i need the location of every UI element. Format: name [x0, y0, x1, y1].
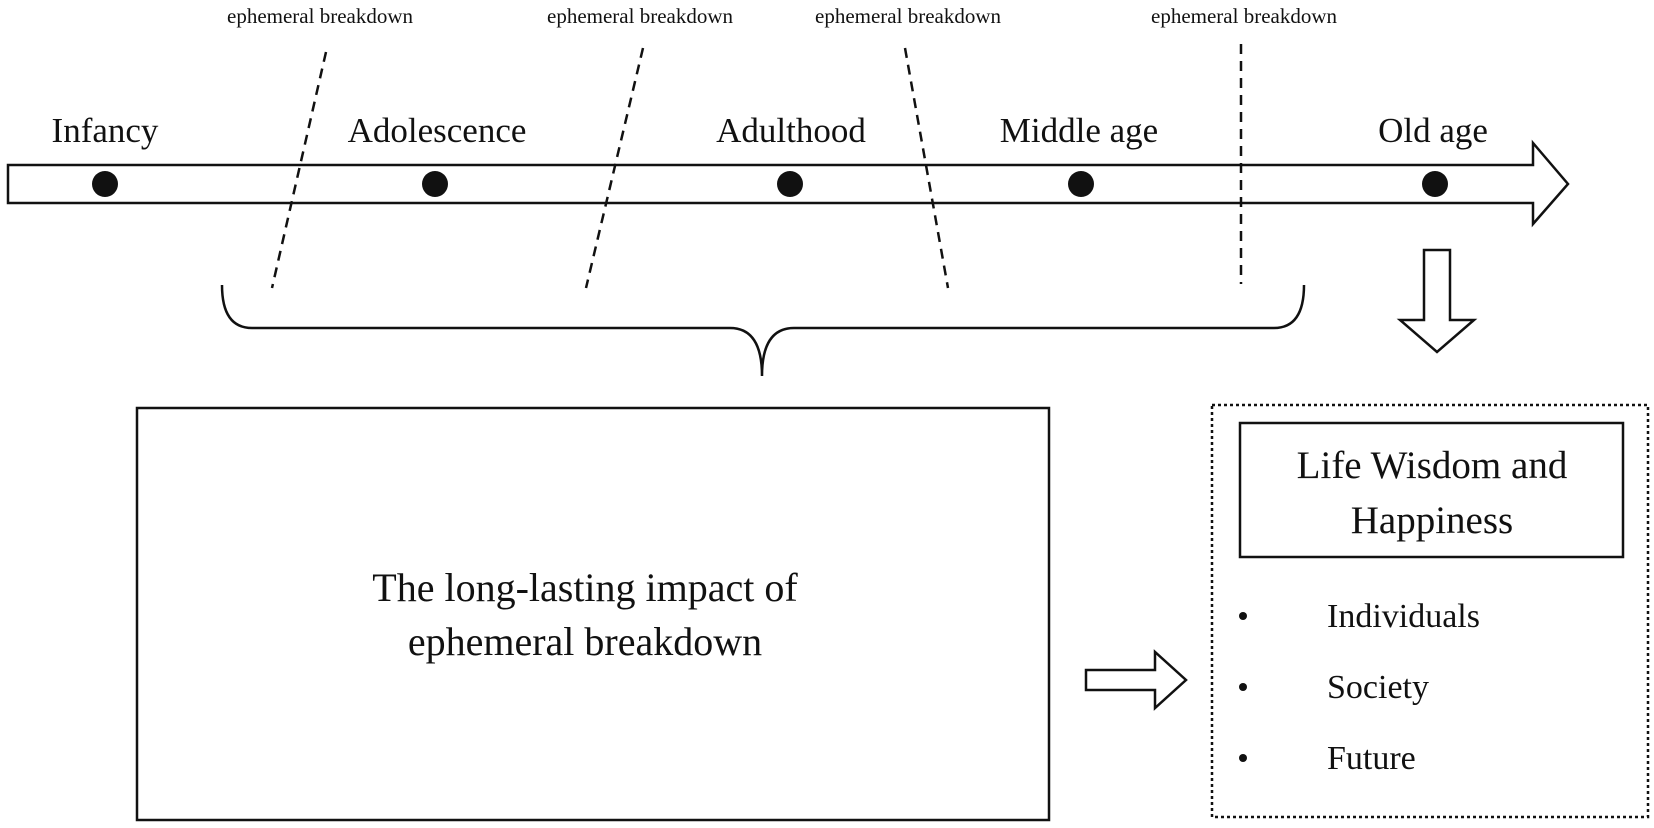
- breakdown-line-1: [270, 51, 328, 289]
- impact-text-line1: The long-lasting impact of: [372, 565, 798, 610]
- stage-label-middle-age: Middle age: [1000, 111, 1158, 150]
- breakdown-label-1: ephemeral breakdown: [227, 4, 413, 28]
- stage-dot-adulthood: [777, 171, 803, 197]
- stage-dot-middle-age: [1068, 171, 1094, 197]
- bullet-icon: [1239, 683, 1247, 691]
- breakdown-label-3: ephemeral breakdown: [815, 4, 1001, 28]
- wisdom-item-society: Society: [1327, 669, 1429, 706]
- wisdom-title-box: [1238, 421, 1625, 559]
- curly-brace: [220, 284, 1306, 377]
- stage-dot-old-age: [1422, 171, 1448, 197]
- down-arrow: [1396, 248, 1478, 354]
- wisdom-item-individuals: Individuals: [1327, 598, 1480, 635]
- bullet-icon: [1239, 754, 1247, 762]
- stage-label-infancy: Infancy: [52, 111, 159, 150]
- bullet-icon: [1239, 612, 1247, 620]
- breakdown-label-4: ephemeral breakdown: [1151, 4, 1337, 28]
- stage-label-adulthood: Adulthood: [716, 111, 866, 150]
- wisdom-title-line2: Happiness: [1351, 499, 1513, 542]
- breakdown-line-3: [903, 47, 950, 289]
- right-arrow: [1084, 649, 1188, 711]
- impact-box: [135, 406, 1051, 822]
- stage-dot-infancy: [92, 171, 118, 197]
- impact-text-line2: ephemeral breakdown: [408, 619, 762, 664]
- wisdom-item-future: Future: [1327, 740, 1416, 777]
- breakdown-line-2: [584, 47, 645, 289]
- breakdown-label-2: ephemeral breakdown: [547, 4, 733, 28]
- wisdom-title-line1: Life Wisdom and: [1297, 444, 1568, 487]
- stage-label-old-age: Old age: [1378, 111, 1488, 150]
- stage-label-adolescence: Adolescence: [348, 111, 527, 150]
- stage-dot-adolescence: [422, 171, 448, 197]
